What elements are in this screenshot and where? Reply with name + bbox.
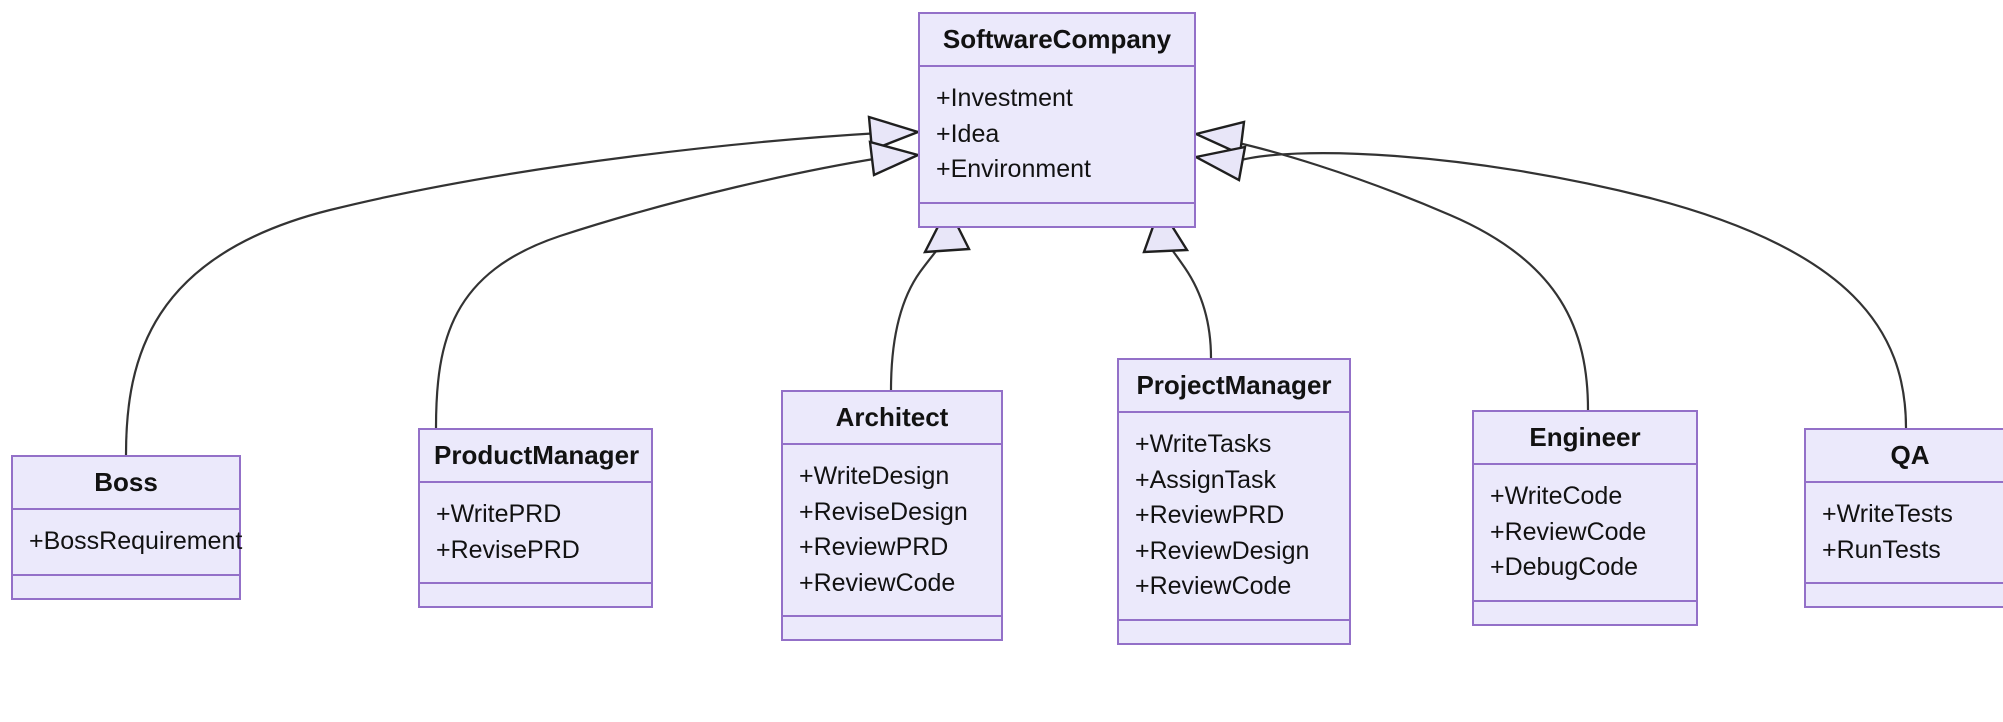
class-members-productmanager: +WritePRD +RevisePRD bbox=[420, 483, 651, 584]
class-member: +ReviewDesign bbox=[1135, 536, 1310, 565]
class-member: +ReviewCode bbox=[1135, 572, 1292, 600]
class-methods-projectmanager bbox=[1119, 621, 1349, 643]
class-member: +BossRequirement bbox=[29, 527, 243, 555]
class-member: +ReviewPRD bbox=[799, 533, 949, 561]
edge-productmanager-to-softwarecompany bbox=[434, 156, 881, 429]
class-member: +ReviewPRD bbox=[1135, 501, 1285, 529]
class-methods-productmanager bbox=[420, 584, 651, 606]
class-box-softwarecompany[interactable]: SoftwareCompany +Investment +Idea +Envir… bbox=[918, 12, 1196, 228]
class-members-boss: +BossRequirement bbox=[13, 510, 243, 576]
class-box-engineer[interactable]: Engineer +WriteCode +ReviewCode +DebugCo… bbox=[1472, 410, 1698, 626]
class-title-softwarecompany: SoftwareCompany bbox=[920, 14, 1194, 67]
class-member: +WriteCode bbox=[1490, 482, 1623, 510]
class-methods-architect bbox=[783, 617, 1001, 639]
class-methods-engineer bbox=[1474, 602, 1696, 624]
class-box-projectmanager[interactable]: ProjectManager +WriteTasks +AssignTask +… bbox=[1117, 358, 1351, 645]
class-members-architect: +WriteDesign +ReviseDesign +ReviewPRD +R… bbox=[783, 445, 1001, 617]
class-title-productmanager: ProductManager bbox=[420, 430, 651, 483]
arrowhead-boss bbox=[867, 115, 922, 152]
class-member: +Investment bbox=[936, 84, 1073, 112]
class-member: +ReviseDesign bbox=[799, 497, 968, 526]
class-member: +ReviewCode bbox=[799, 568, 956, 597]
edge-boss-to-softwarecompany bbox=[124, 131, 881, 456]
class-methods-boss bbox=[13, 576, 239, 598]
arrowhead-qa bbox=[1192, 145, 1247, 182]
class-member: +RunTests bbox=[1822, 535, 1941, 564]
class-member: +Idea bbox=[936, 119, 1000, 148]
class-title-architect: Architect bbox=[783, 392, 1001, 445]
class-member: +WriteTasks bbox=[1135, 430, 1272, 458]
edge-architect-to-softwarecompany bbox=[889, 241, 944, 391]
class-member: +AssignTask bbox=[1135, 465, 1277, 494]
class-member: +ReviewCode bbox=[1490, 517, 1647, 546]
class-methods-softwarecompany bbox=[920, 204, 1194, 226]
class-title-projectmanager: ProjectManager bbox=[1119, 360, 1349, 413]
class-title-boss: Boss bbox=[13, 457, 239, 510]
class-member: +Environment bbox=[936, 155, 1091, 183]
class-box-architect[interactable]: Architect +WriteDesign +ReviseDesign +Re… bbox=[781, 390, 1003, 641]
class-title-qa: QA bbox=[1806, 430, 2003, 483]
class-methods-qa bbox=[1806, 584, 2003, 606]
class-box-qa[interactable]: QA +WriteTests +RunTests bbox=[1804, 428, 2003, 608]
class-members-qa: +WriteTests +RunTests bbox=[1806, 483, 2003, 584]
class-box-productmanager[interactable]: ProductManager +WritePRD +RevisePRD bbox=[418, 428, 653, 608]
class-members-engineer: +WriteCode +ReviewCode +DebugCode bbox=[1474, 465, 1696, 602]
class-members-projectmanager: +WriteTasks +AssignTask +ReviewPRD +Revi… bbox=[1119, 413, 1349, 621]
arrowhead-engineer bbox=[1192, 120, 1246, 156]
arrowhead-productmanager bbox=[868, 140, 922, 177]
class-member: +DebugCode bbox=[1490, 553, 1639, 581]
class-members-softwarecompany: +Investment +Idea +Environment bbox=[920, 67, 1194, 204]
class-member: +WritePRD bbox=[436, 500, 562, 528]
class-box-boss[interactable]: Boss +BossRequirement bbox=[11, 455, 243, 600]
class-title-engineer: Engineer bbox=[1474, 412, 1696, 465]
class-member: +RevisePRD bbox=[436, 535, 580, 564]
class-member: +WriteTests bbox=[1822, 500, 1953, 528]
class-member: +WriteDesign bbox=[799, 462, 950, 490]
edge-projectmanager-to-softwarecompany bbox=[1165, 241, 1213, 359]
